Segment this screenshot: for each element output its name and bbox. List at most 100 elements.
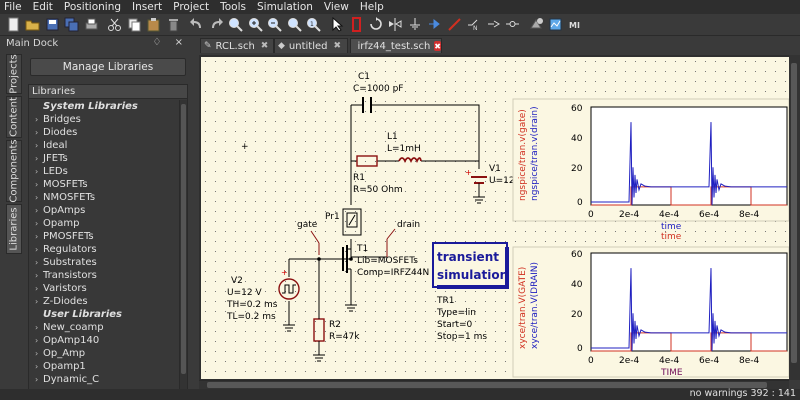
node-icon[interactable] bbox=[504, 16, 522, 34]
expand-arrow-icon[interactable]: › bbox=[35, 141, 39, 150]
tab-rcl[interactable]: ✎ RCL.sch ✖ bbox=[200, 38, 274, 53]
zoom-fit-icon[interactable] bbox=[227, 16, 245, 34]
expand-arrow-icon[interactable]: › bbox=[35, 232, 39, 241]
tab-untitled[interactable]: ◆ untitled ✖ bbox=[274, 38, 348, 53]
manage-libraries-button[interactable]: Manage Libraries bbox=[30, 58, 186, 76]
capacitor-c1[interactable]: C1 C=1000 pF bbox=[353, 72, 403, 113]
delete-icon[interactable] bbox=[164, 16, 182, 34]
deactivate-icon[interactable] bbox=[348, 16, 366, 34]
inductor-l1[interactable]: L1 L=1mH bbox=[387, 132, 422, 164]
library-group[interactable]: User Libraries bbox=[29, 308, 179, 321]
close-icon[interactable]: ✖ bbox=[260, 41, 269, 51]
library-item[interactable]: ›LEDs bbox=[29, 165, 179, 178]
zoom-in-icon[interactable] bbox=[246, 16, 264, 34]
expand-arrow-icon[interactable]: › bbox=[35, 336, 39, 345]
canvas-vertical-scrollbar-thumb[interactable] bbox=[791, 63, 797, 363]
menu-tools[interactable]: Tools bbox=[220, 1, 246, 13]
expand-arrow-icon[interactable]: › bbox=[35, 375, 39, 384]
mirror-icon[interactable] bbox=[387, 16, 405, 34]
menu-edit[interactable]: Edit bbox=[32, 1, 53, 13]
zoom-reset-icon[interactable]: 1 bbox=[305, 16, 323, 34]
menu-project[interactable]: Project bbox=[173, 1, 210, 13]
menu-help[interactable]: Help bbox=[359, 1, 384, 13]
plot-xyce[interactable]: xyce/tran.V(GATE) xyce/tran.V(DRAIN) 60 … bbox=[512, 246, 789, 378]
rotate-icon[interactable] bbox=[367, 16, 385, 34]
paste-icon[interactable] bbox=[145, 16, 163, 34]
new-file-icon[interactable] bbox=[4, 16, 22, 34]
library-item[interactable]: ›Bridges bbox=[29, 113, 179, 126]
expand-arrow-icon[interactable]: › bbox=[35, 245, 39, 254]
tab-libraries[interactable]: Libraries bbox=[6, 204, 22, 254]
library-item[interactable]: ›Ideal bbox=[29, 139, 179, 152]
open-file-icon[interactable] bbox=[24, 16, 42, 34]
tab-components[interactable]: Components bbox=[6, 139, 22, 203]
library-item[interactable]: ›Diodes bbox=[29, 126, 179, 139]
mosfet-t1[interactable]: T1 Lib=MOSFETs Comp=IRFZ44N bbox=[333, 239, 429, 279]
zoom-out-icon[interactable] bbox=[266, 16, 284, 34]
library-group[interactable]: System Libraries bbox=[29, 100, 179, 113]
libraries-scrollbar-thumb[interactable] bbox=[181, 104, 186, 374]
save-all-icon[interactable] bbox=[63, 16, 81, 34]
plot-ngspice[interactable]: ngspice/tran.v(gate) ngspice/tran.v(drai… bbox=[512, 98, 789, 242]
canvas-horizontal-scrollbar[interactable] bbox=[199, 380, 789, 389]
expand-arrow-icon[interactable]: › bbox=[35, 271, 39, 280]
cut-icon[interactable] bbox=[106, 16, 124, 34]
expand-arrow-icon[interactable]: › bbox=[35, 219, 39, 228]
close-icon[interactable]: ✖ bbox=[434, 41, 441, 51]
library-item[interactable]: ›MOSFETs bbox=[29, 178, 179, 191]
redo-icon[interactable] bbox=[207, 16, 225, 34]
ground-icon[interactable] bbox=[406, 16, 424, 34]
expand-arrow-icon[interactable]: › bbox=[35, 206, 39, 215]
schematic-drawing[interactable]: + C1 C=1000 pF bbox=[201, 57, 789, 379]
library-item[interactable]: ›Regulators bbox=[29, 243, 179, 256]
label-icon[interactable]: N bbox=[465, 16, 483, 34]
expand-arrow-icon[interactable]: › bbox=[35, 154, 39, 163]
schematic-canvas[interactable]: + C1 C=1000 pF bbox=[199, 55, 800, 380]
library-item[interactable]: ›New_coamp bbox=[29, 321, 179, 334]
library-item[interactable]: ›NMOSFETs bbox=[29, 191, 179, 204]
libraries-scrollbar[interactable] bbox=[179, 100, 187, 399]
wire-icon[interactable] bbox=[445, 16, 463, 34]
tab-irfz44-test[interactable]: irfz44_test.sch ✖ bbox=[350, 38, 442, 53]
canvas-vertical-scrollbar[interactable] bbox=[789, 55, 800, 380]
port-icon[interactable] bbox=[426, 16, 444, 34]
pulse-source-v2[interactable]: + V2 U=12 V TH=0.2 ms TL=0.2 ms bbox=[226, 268, 300, 322]
canvas-horizontal-scrollbar-thumb[interactable] bbox=[207, 382, 767, 388]
resistor-r2[interactable]: R2 R=47k bbox=[313, 317, 360, 349]
library-item[interactable]: ›OpAmps bbox=[29, 204, 179, 217]
view-data-icon[interactable] bbox=[547, 16, 565, 34]
copy-icon[interactable] bbox=[125, 16, 143, 34]
menu-insert[interactable]: Insert bbox=[132, 1, 163, 13]
expand-arrow-icon[interactable]: › bbox=[35, 193, 39, 202]
select-icon[interactable] bbox=[328, 16, 346, 34]
tab-projects[interactable]: Projects bbox=[6, 54, 22, 94]
voltage-source-v1[interactable]: + V1 U=12V bbox=[465, 164, 522, 204]
library-item[interactable]: ›JFETs bbox=[29, 152, 179, 165]
library-item[interactable]: ›Z-Diodes bbox=[29, 295, 179, 308]
library-item[interactable]: ›Varistors bbox=[29, 282, 179, 295]
library-item[interactable]: ›PMOSFETs bbox=[29, 230, 179, 243]
expand-arrow-icon[interactable]: › bbox=[35, 323, 39, 332]
undo-icon[interactable] bbox=[188, 16, 206, 34]
library-item[interactable]: ›Opamp1 bbox=[29, 360, 179, 373]
menu-file[interactable]: File bbox=[4, 1, 22, 13]
simulate-icon[interactable] bbox=[527, 16, 545, 34]
close-icon[interactable]: ✖ bbox=[333, 41, 342, 51]
tab-content[interactable]: Content bbox=[6, 96, 22, 138]
expand-arrow-icon[interactable]: › bbox=[35, 349, 39, 358]
expand-arrow-icon[interactable]: › bbox=[35, 297, 39, 306]
expand-arrow-icon[interactable]: › bbox=[35, 180, 39, 189]
library-item[interactable]: ›OpAmp140 bbox=[29, 334, 179, 347]
expand-arrow-icon[interactable]: › bbox=[35, 284, 39, 293]
matlab-icon[interactable]: MI bbox=[566, 16, 584, 34]
expand-arrow-icon[interactable]: › bbox=[35, 115, 39, 124]
save-icon[interactable] bbox=[43, 16, 61, 34]
zoom-select-icon[interactable] bbox=[285, 16, 303, 34]
equation-icon[interactable] bbox=[484, 16, 502, 34]
library-item[interactable]: ›Dynamic_C bbox=[29, 373, 179, 386]
library-item[interactable]: ›Opamp bbox=[29, 217, 179, 230]
expand-arrow-icon[interactable]: › bbox=[35, 128, 39, 137]
print-icon[interactable] bbox=[82, 16, 100, 34]
menu-simulation[interactable]: Simulation bbox=[256, 1, 313, 13]
menu-positioning[interactable]: Positioning bbox=[63, 1, 122, 13]
